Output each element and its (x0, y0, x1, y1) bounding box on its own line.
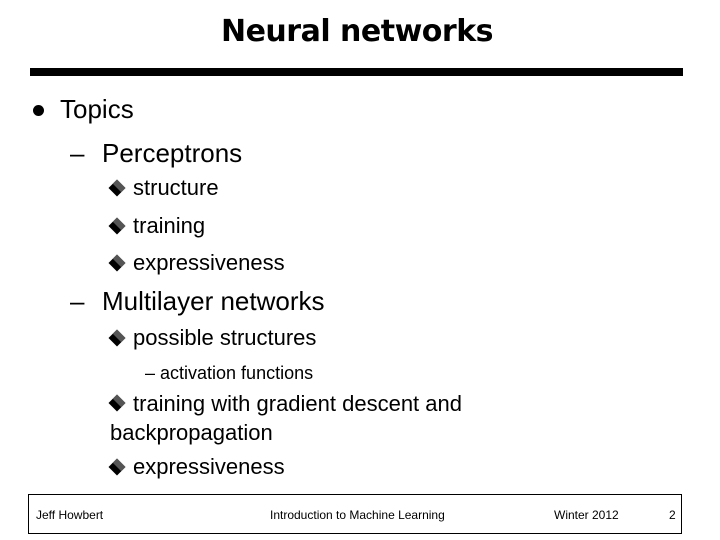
sub-item-activation-functions: – activation functions (145, 363, 314, 383)
footer-term: Winter 2012 (554, 508, 619, 522)
diamond-bullet-icon (108, 394, 126, 412)
footer-page-number: 2 (669, 508, 676, 522)
perceptron-item-structure: structure (133, 175, 219, 200)
diamond-bullet-icon (108, 179, 126, 197)
diamond-bullet-icon (108, 217, 126, 235)
multilayer-item-training-line2: backpropagation (110, 420, 273, 445)
topics-heading: Topics (60, 94, 134, 124)
dash-marker: – (70, 138, 85, 168)
diamond-bullet-icon (108, 329, 126, 347)
diamond-bullet-icon (108, 458, 126, 476)
diamond-bullet-icon (108, 254, 126, 272)
dash-marker: – (70, 286, 85, 316)
footer-bar: Jeff Howbert Introduction to Machine Lea… (28, 494, 682, 534)
perceptron-item-training: training (133, 213, 206, 238)
title-divider (30, 68, 683, 76)
perceptron-item-expressiveness: expressiveness (133, 250, 285, 275)
multilayer-heading: Multilayer networks (102, 286, 325, 316)
bullet-dot-icon (33, 105, 44, 116)
footer-author: Jeff Howbert (36, 508, 104, 522)
slide-title: Neural networks (220, 14, 494, 49)
perceptrons-heading: Perceptrons (102, 138, 243, 168)
footer-course: Introduction to Machine Learning (270, 508, 445, 522)
multilayer-item-possible-structures: possible structures (133, 325, 317, 350)
multilayer-item-training-line1: training with gradient descent and (133, 391, 462, 416)
multilayer-item-expressiveness: expressiveness (133, 454, 285, 479)
